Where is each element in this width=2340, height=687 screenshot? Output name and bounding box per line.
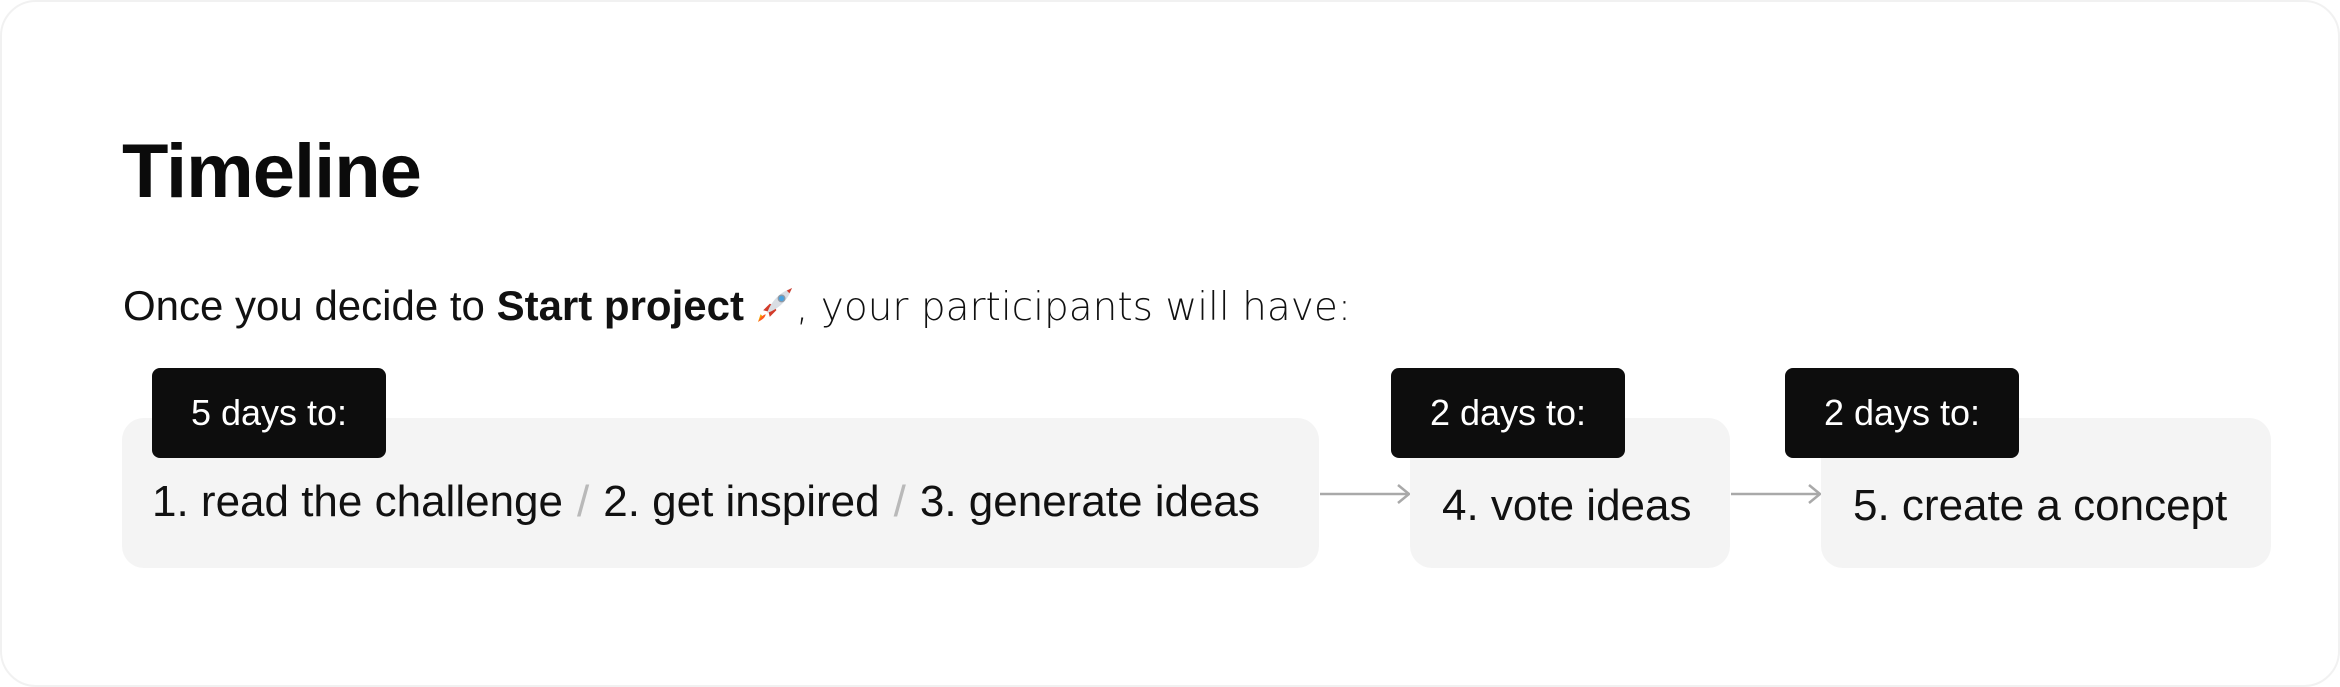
intro-suffix: , your participants will have: [795,285,1351,330]
arrow-right-icon [1731,484,1822,504]
step-generate-ideas: 3. generate ideas [919,477,1260,526]
intro-prefix: Once you decide to [123,282,497,329]
start-project-label: Start project [496,282,744,329]
page-title: Timeline [122,129,422,214]
step-read-challenge: 1. read the challenge [152,477,563,526]
intro-text: Once you decide to Start project , your … [123,278,1351,336]
step-separator: / [893,477,906,526]
step-get-inspired: 2. get inspired [603,477,880,526]
phase-1-box: 1. read the challenge / 2. get inspired / 3.… [122,418,1319,568]
arrow-right-icon [1320,484,1411,504]
step-separator: / [576,477,590,526]
phase-3-duration-badge: 2 days to: [1785,368,2019,458]
phase-1-steps: 1. read the challenge / 2. get inspired / 3.… [152,476,1260,528]
step-create-concept: 5. create a concept [1853,481,2228,530]
step-vote-ideas: 4. vote ideas [1442,481,1692,530]
phase-1-duration-badge: 5 days to: [152,368,386,458]
phase-2-duration-badge: 2 days to: [1391,368,1625,458]
rocket-icon [757,287,793,323]
